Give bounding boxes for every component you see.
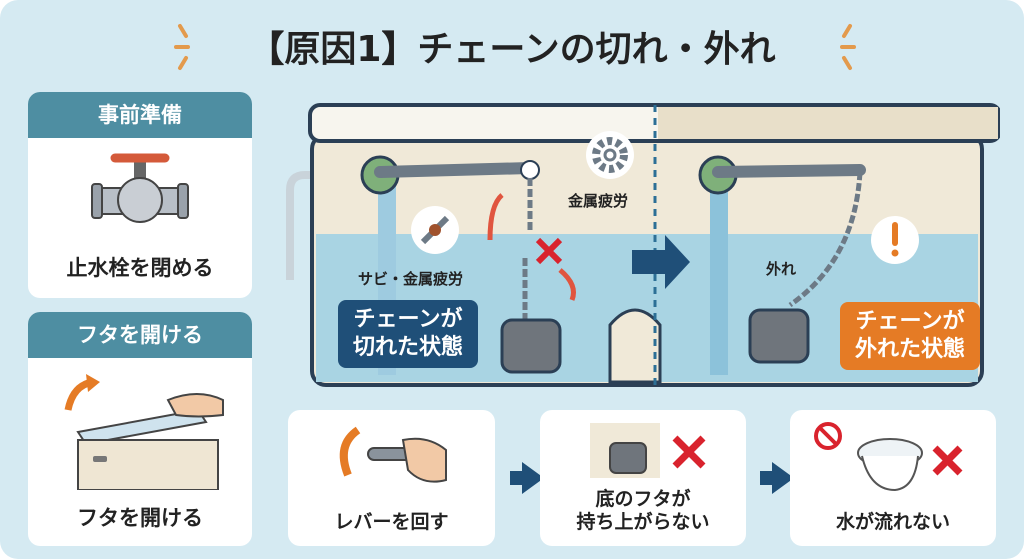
sparkle-right-icon <box>840 24 856 70</box>
water-valve-icon <box>91 153 189 223</box>
hand-lever-icon <box>339 426 447 483</box>
page-title: 【原因1】チェーンの切れ・外れ <box>248 29 776 70</box>
card-label: 止水栓を閉める <box>66 256 214 280</box>
sparkle-left-icon <box>174 24 190 70</box>
step-label-line: レバーを回す <box>334 511 449 533</box>
step-label-line: 底のフタが <box>595 488 691 510</box>
step-label: 水が流れない <box>790 511 996 534</box>
metal-fatigue-label: 金属疲労 <box>568 192 629 210</box>
step-label-line: 水が流れない <box>835 511 950 533</box>
step-label: 底のフタが持ち上がらない <box>540 488 746 534</box>
right-arrow-icon <box>760 462 794 494</box>
card-header: 事前準備 <box>28 92 252 138</box>
rust-fatigue-label: サビ・金属疲労 <box>358 270 464 288</box>
rusty-chain-icon <box>429 224 441 236</box>
detached-chain-bubble: チェーンが 外れた状態 <box>840 302 980 370</box>
step-flapper-not-lifting: 底のフタが持ち上がらない <box>540 410 746 546</box>
bubble-line: チェーンが <box>353 307 463 332</box>
card-prep: 事前準備 止水栓を閉める <box>28 92 252 298</box>
detached-label: 外れ <box>766 260 797 278</box>
step-label: レバーを回す <box>288 511 495 534</box>
broken-chain-bubble: チェーンが 切れた状態 <box>338 300 478 368</box>
card-open-lid: フタを開ける フタを開ける <box>28 312 252 546</box>
bubble-line: チェーンが <box>855 309 965 334</box>
card-label: フタを開ける <box>77 506 203 530</box>
bubble-line: 切れた状態 <box>352 335 463 360</box>
open-lid-illustration <box>64 374 224 490</box>
step-turn-lever: レバーを回す <box>288 410 495 546</box>
step-no-flush: 水が流れない <box>790 410 996 546</box>
toilet-no-flush-icon <box>814 422 963 492</box>
right-arrow-icon <box>510 462 544 494</box>
bubble-line: 外れた状態 <box>854 337 965 362</box>
step-label-line: 持ち上がらない <box>576 511 710 533</box>
card-header: フタを開ける <box>28 312 252 358</box>
flapper-x-icon <box>590 423 706 478</box>
